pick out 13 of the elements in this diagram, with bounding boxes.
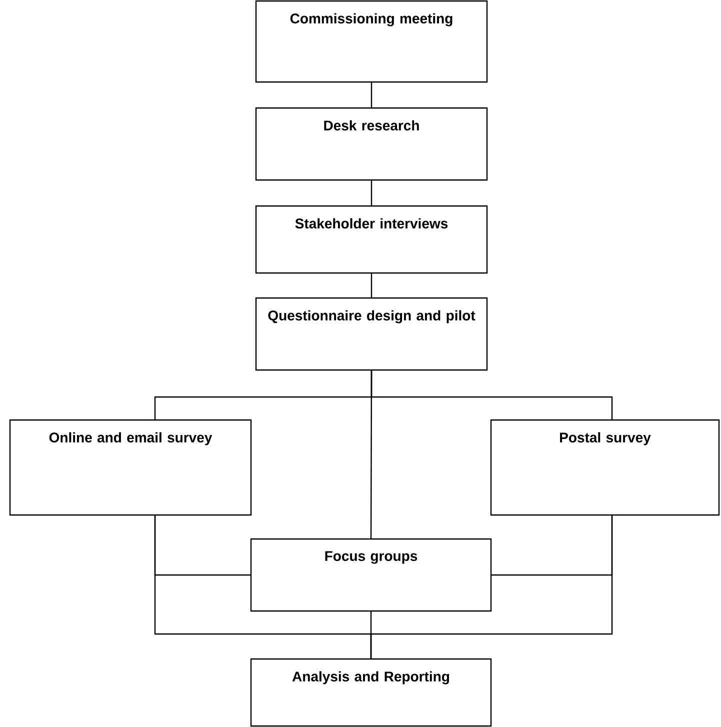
process-box: Questionnaire design and pilot: [255, 297, 488, 371]
process-box: Commissioning meeting: [255, 0, 488, 83]
process-box: Analysis and Reporting: [250, 658, 492, 727]
connector-line: [370, 273, 372, 298]
process-box: Stakeholder interviews: [255, 205, 488, 274]
connector-line: [370, 515, 613, 659]
process-box: Desk research: [255, 107, 488, 181]
connector-line: [370, 370, 613, 420]
process-box: Focus groups: [250, 538, 492, 612]
connector-line: [370, 180, 372, 206]
process-box: Online and email survey: [9, 419, 252, 516]
process-box: Postal survey: [490, 419, 720, 516]
connector-line: [370, 82, 372, 108]
